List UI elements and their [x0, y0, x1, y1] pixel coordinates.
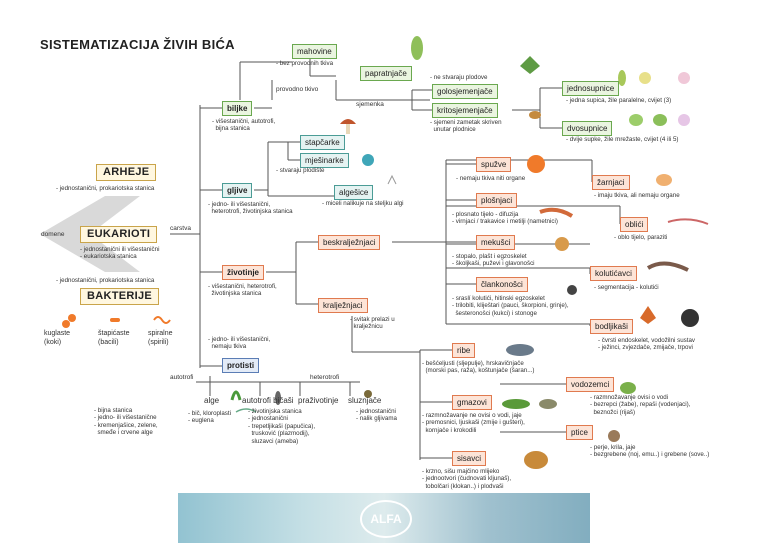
class-ribe: ribe	[452, 343, 475, 358]
vodozemci-desc: - razmnožavanje ovisi o vodi - bezrepci …	[590, 394, 690, 416]
plosnjaci-desc: - plosnato tijelo - difuzija - virnjaci …	[452, 211, 558, 226]
sluznjace-desc: - jednostanični - nalik gljivama	[356, 408, 397, 423]
page-title: SISTEMATIZACIJA ŽIVIH BIĆA	[40, 38, 235, 53]
mjesinarke-desc: - stvaraju plodište	[276, 167, 325, 174]
kingdom-biljke: biljke	[222, 101, 252, 116]
phylum-mekusci: mekušci	[476, 235, 515, 250]
papratnjace-desc: - ne stvaraju plodove	[430, 74, 487, 81]
group-kritosjemenjace: kritosjemenjače	[432, 103, 498, 118]
phylum-plosnjaci: plošnjaci	[476, 193, 517, 208]
domene-label: domene	[41, 231, 65, 238]
kingdom-zivotinje: životinje	[222, 265, 264, 280]
group-golosjemenjace: golosjemenjače	[432, 84, 498, 99]
sjemenka-label: sjemenka	[356, 101, 384, 108]
autotrofi-label: autotrofi	[170, 374, 194, 381]
dvosupnice-desc: - dvije supke, žile mrežaste, cvijet (4 …	[566, 136, 678, 143]
ptice-desc: - perje, krila, jaje - bezgrebene (noj, …	[590, 444, 709, 459]
phylum-zarnjaci: žarnjaci	[592, 175, 630, 190]
carstva-label: carstva	[170, 225, 191, 232]
bacteria-bacili: štapićaste (bacili)	[98, 330, 130, 347]
phylum-clankonosci: člankonošci	[476, 277, 528, 292]
prazivotinje-desc: - životinjska stanica - jednostanični - …	[248, 408, 315, 445]
bacteria-koki: kuglaste (koki)	[44, 330, 70, 347]
class-vodozemci: vodozemci	[566, 377, 614, 392]
publisher-logo: ALFA	[360, 500, 412, 538]
clankonosci-desc: - sraslí kolutići, hitinski egzoskelet -…	[452, 295, 569, 317]
phylum-kolucavci: kolutićavci	[590, 266, 637, 281]
protist-autotrofi-bicasi: autotrofi bičaši	[242, 396, 294, 405]
group-algesice: algešice	[334, 185, 373, 200]
group-beskraljeznjaci: beskralježnjaci	[318, 235, 380, 250]
group-stapcarke: stapčarke	[300, 135, 345, 150]
jednosupnice-desc: - jedna supica, žile paralelne, cvijet (…	[566, 97, 671, 104]
kingdom-protisti: protisti	[222, 358, 259, 373]
kingdom-gljive: gljive	[222, 183, 252, 198]
protisti-desc: - jedno- ili višestanični, nemaju tkiva	[208, 336, 270, 351]
domain-bakterije-desc: - jednostanični, prokariotska stanica	[56, 277, 154, 284]
mekusci-desc: - stopalo, plašt i egzoskelet - školjkaš…	[452, 253, 535, 268]
bacteria-spirili: spiralne (spirili)	[148, 330, 173, 347]
class-ptice: ptice	[566, 425, 593, 440]
sisavci-desc: - krzno, sišu majčino mlijeko - jednootv…	[422, 468, 511, 490]
kraljeznjaci-desc: - svitak prelazi u kralježnicu	[350, 316, 395, 331]
kritosjemenjace-desc: - sjemeni zametak skriven unutar plodnic…	[430, 119, 502, 134]
protist-sluznjace: sluznjače	[348, 396, 381, 405]
autotrofi-bicasi-desc: - bič, kloroplasti - euglena	[188, 410, 231, 425]
domain-eukarioti-desc: - jednostanični ili višestanični - eukar…	[80, 246, 159, 261]
group-kraljeznjaci: kralježnjaci	[318, 298, 368, 313]
group-dvosupnice: dvosupnice	[562, 121, 612, 136]
domain-bakterije: BAKTERIJE	[80, 288, 159, 305]
phylum-oblici: oblići	[620, 217, 648, 232]
mahovine-desc: - bez provodnih tkiva	[276, 60, 333, 67]
provodno-tkivo-label: provodno tkivo	[276, 86, 318, 93]
protist-prazivotinje: praživotinje	[298, 396, 338, 405]
domain-arheje: ARHEJE	[96, 164, 156, 181]
domain-eukarioti: EUKARIOTI	[80, 226, 157, 243]
domain-arheje-desc: - jednostanični, prokariotska stanica	[56, 185, 154, 192]
alge-desc: - bijna stanica - jedno- ili višestaničn…	[94, 407, 158, 437]
ribe-desc: - bešćeljusti (sljepulje), hrskavičnjače…	[422, 360, 534, 375]
gljive-desc: - jedno- ili višestanični, heterotrofi, …	[208, 201, 293, 216]
group-mjesinarke: mješinarke	[300, 153, 349, 168]
protist-alge: alge	[204, 396, 219, 405]
biljke-desc: - višestanični, autotrofi, bijna stanica	[212, 118, 275, 133]
phylum-bodljikasi: bodljikaši	[590, 319, 633, 334]
kolucavci-desc: - segmentacija - kolutići	[594, 284, 659, 291]
zivotinje-desc: - višestanični, heterotrofi, životinjska…	[208, 283, 277, 298]
phylum-spuzve: spužve	[476, 157, 511, 172]
group-jednosupnice: jednosupnice	[562, 81, 619, 96]
spuzve-desc: - nemaju tkiva niti organe	[456, 175, 525, 182]
heterotrofi-label: heterotrofi	[310, 374, 339, 381]
zarnjaci-desc: - imaju tkiva, ali nemaju organe	[594, 192, 680, 199]
class-gmazovi: gmazovi	[452, 395, 492, 410]
algesice-desc: - miceli nalikuje na stelјku algi	[322, 200, 404, 207]
oblici-desc: - oblo tijelo, paraziti	[614, 234, 667, 241]
group-papratnjace: papratnjače	[360, 66, 412, 81]
bodljikasi-desc: - čvrsti endoskelet, vodožilni sustav - …	[598, 337, 695, 352]
gmazovi-desc: - razmnožavanje ne ovisi o vodi, jaje - …	[422, 412, 525, 434]
class-sisavci: sisavci	[452, 451, 486, 466]
group-mahovine: mahovine	[292, 44, 337, 59]
